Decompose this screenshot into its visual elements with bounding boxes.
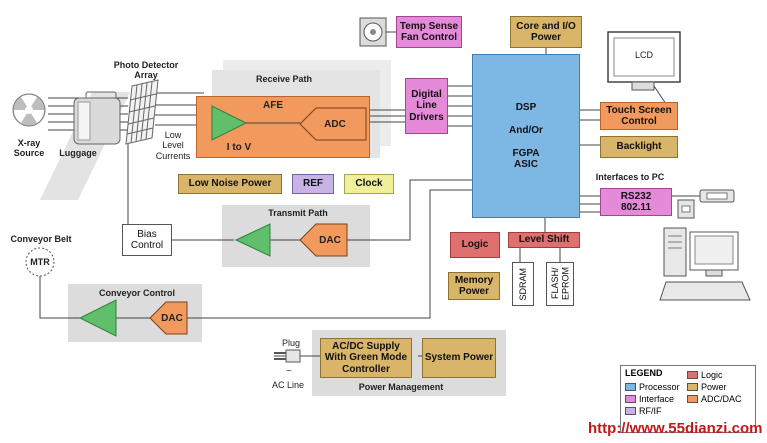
xray-source-label: X-ray Source xyxy=(13,138,45,159)
photo-detector-label: Photo Detector Array xyxy=(113,60,179,81)
legend-item-processor: Processor xyxy=(625,382,680,392)
legend-item-adcdac: ADC/DAC xyxy=(687,394,742,404)
legend-label-interface: Interface xyxy=(639,394,675,404)
power-management-label: Power Management xyxy=(358,382,444,392)
legend-swatch-interface xyxy=(625,395,636,403)
legend-swatch-logic xyxy=(687,371,698,379)
level-shift: Level Shift xyxy=(508,232,580,248)
svg-text:~: ~ xyxy=(286,366,292,377)
legend-label-power: Power xyxy=(701,382,727,392)
legend-label-rfif: RF/IF xyxy=(639,406,662,416)
serial-connector-icon xyxy=(699,189,735,203)
legend-swatch-adcdac xyxy=(687,395,698,403)
legend-label-logic: Logic xyxy=(701,370,723,380)
plug-label: Plug xyxy=(281,338,300,348)
system-power: System Power xyxy=(422,338,496,378)
receive-path-label: Receive Path xyxy=(255,74,313,84)
rs232-80211: RS232 802.11 xyxy=(600,188,672,216)
logic: Logic xyxy=(450,232,500,258)
legend-title: LEGEND xyxy=(625,368,663,378)
conveyor-amplifier-icon xyxy=(78,299,117,337)
dsp-fpga-asic: DSP And/Or FGPA ASIC xyxy=(472,54,580,218)
legend-item-interface: Interface xyxy=(625,394,674,404)
transmit-path-label: Transmit Path xyxy=(268,208,328,218)
ac-line-label: AC Line xyxy=(271,380,305,390)
adc-label: ADC xyxy=(324,119,346,130)
wireless-dongle-icon xyxy=(677,199,695,219)
temp-sense-fan-control: Temp Sense Fan Control xyxy=(396,16,462,48)
sdram: SDRAM xyxy=(512,262,534,306)
low-level-currents-label: Low Level Currents xyxy=(155,130,191,161)
pc-icon xyxy=(659,227,751,301)
lcd-monitor-icon xyxy=(607,31,681,91)
xray-source-icon xyxy=(12,93,46,127)
legend: LEGEND Processor Interface RF/IF Logic P… xyxy=(620,365,756,433)
afe-label: AFE xyxy=(263,100,283,111)
fan-icon xyxy=(359,17,387,47)
luggage-icon xyxy=(73,91,121,145)
flash-eprom-label: FLASH/ EPROM xyxy=(549,267,570,301)
legend-item-rfif: RF/IF xyxy=(625,406,662,416)
legend-label-adcdac: ADC/DAC xyxy=(701,394,742,404)
lcd-label: LCD xyxy=(634,50,653,60)
clock: Clock xyxy=(344,174,394,194)
digital-line-drivers: Digital Line Drivers xyxy=(405,78,448,134)
conveyor-belt-label: Conveyor Belt xyxy=(10,234,72,244)
legend-swatch-processor xyxy=(625,383,636,391)
low-noise-power: Low Noise Power xyxy=(178,174,282,194)
transmit-dac-label: DAC xyxy=(319,235,341,246)
i-to-v-label: I to V xyxy=(226,142,252,153)
conveyor-control-label: Conveyor Control xyxy=(98,288,175,298)
conveyor-dac-label: DAC xyxy=(161,313,183,324)
transmit-amplifier-icon xyxy=(234,223,271,257)
plug-icon: ~ xyxy=(274,349,301,377)
legend-item-power: Power xyxy=(687,382,727,392)
interfaces-to-pc-label: Interfaces to PC xyxy=(595,172,665,182)
motor-icon xyxy=(25,247,55,277)
watermark: http://www.55dianzi.com xyxy=(588,420,763,437)
transmit-dac-shape xyxy=(299,223,348,257)
ref: REF xyxy=(292,174,334,194)
mtr-label: MTR xyxy=(30,257,50,267)
bias-control: Bias Control xyxy=(122,224,172,256)
luggage-label: Luggage xyxy=(59,148,97,158)
core-io-power: Core and I/O Power xyxy=(510,16,582,48)
memory-power: Memory Power xyxy=(448,272,500,300)
legend-swatch-power xyxy=(687,383,698,391)
acdc-supply: AC/DC Supply With Green Mode Controller xyxy=(320,338,412,378)
legend-item-logic: Logic xyxy=(687,370,723,380)
sdram-label: SDRAM xyxy=(517,267,528,301)
photo-detector-icon xyxy=(125,79,159,145)
legend-label-processor: Processor xyxy=(639,382,680,392)
conveyor-dac-shape xyxy=(149,301,188,335)
legend-swatch-rfif xyxy=(625,407,636,415)
backlight: Backlight xyxy=(600,136,678,158)
touch-screen-control: Touch Screen Control xyxy=(600,102,678,130)
flash-eprom: FLASH/ EPROM xyxy=(546,262,574,306)
